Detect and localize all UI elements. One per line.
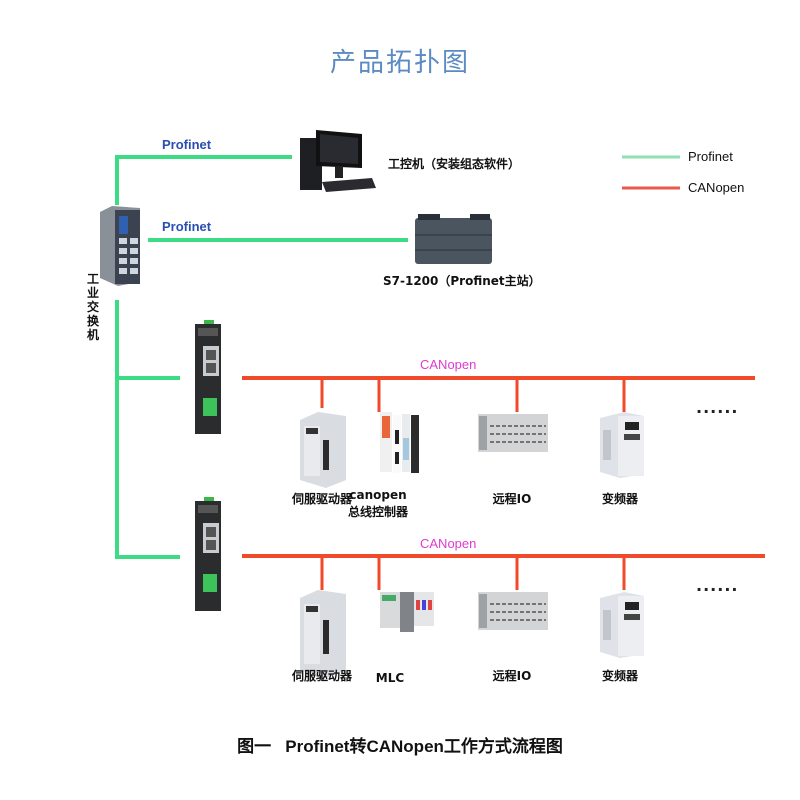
figure-caption: 图一 Profinet转CANopen工作方式流程图	[237, 737, 563, 756]
device-label: 伺服驱动器	[291, 492, 352, 506]
device-label: 变频器	[601, 669, 638, 683]
remote-io-icon	[478, 592, 548, 630]
servo-drive-icon	[300, 412, 346, 488]
page-title: 产品拓扑图	[329, 48, 470, 78]
gateway-icon	[195, 320, 221, 434]
plc-label: S7-1200（Profinet主站）	[383, 274, 541, 288]
canopen-bus-1-label: CANopen	[420, 357, 477, 372]
device-label: 变频器	[601, 492, 638, 506]
pc-label: 工控机（安装组态软件）	[388, 157, 521, 171]
device-label: 伺服驱动器	[291, 669, 352, 683]
plc-icon	[415, 214, 492, 264]
industrial-switch-icon	[100, 206, 140, 286]
more-devices-ellipsis: ......	[696, 398, 739, 417]
profinet-label-plc: Profinet	[162, 219, 212, 234]
mlc-icon	[380, 592, 434, 632]
desktop-computer-icon	[300, 130, 376, 192]
inverter-icon	[600, 412, 644, 478]
more-devices-ellipsis: ......	[696, 576, 739, 595]
legend-profinet-label: Profinet	[688, 149, 733, 164]
gateway-icon	[195, 497, 221, 611]
remote-io-icon	[478, 414, 548, 452]
device-label: 远程IO	[492, 669, 532, 683]
profinet-label-pc: Profinet	[162, 137, 212, 152]
device-label-line2: 总线控制器	[347, 505, 408, 519]
legend-canopen-label: CANopen	[688, 180, 745, 195]
device-label-line1: canopen	[349, 488, 407, 502]
canopen-bus-2-label: CANopen	[420, 536, 477, 551]
switch-label: 工业交换机	[86, 272, 99, 342]
servo-drive-icon	[300, 590, 346, 678]
device-label: 远程IO	[492, 492, 532, 506]
bus-controller-icon	[380, 412, 419, 473]
inverter-icon	[600, 592, 644, 658]
device-label: MLC	[375, 671, 405, 685]
